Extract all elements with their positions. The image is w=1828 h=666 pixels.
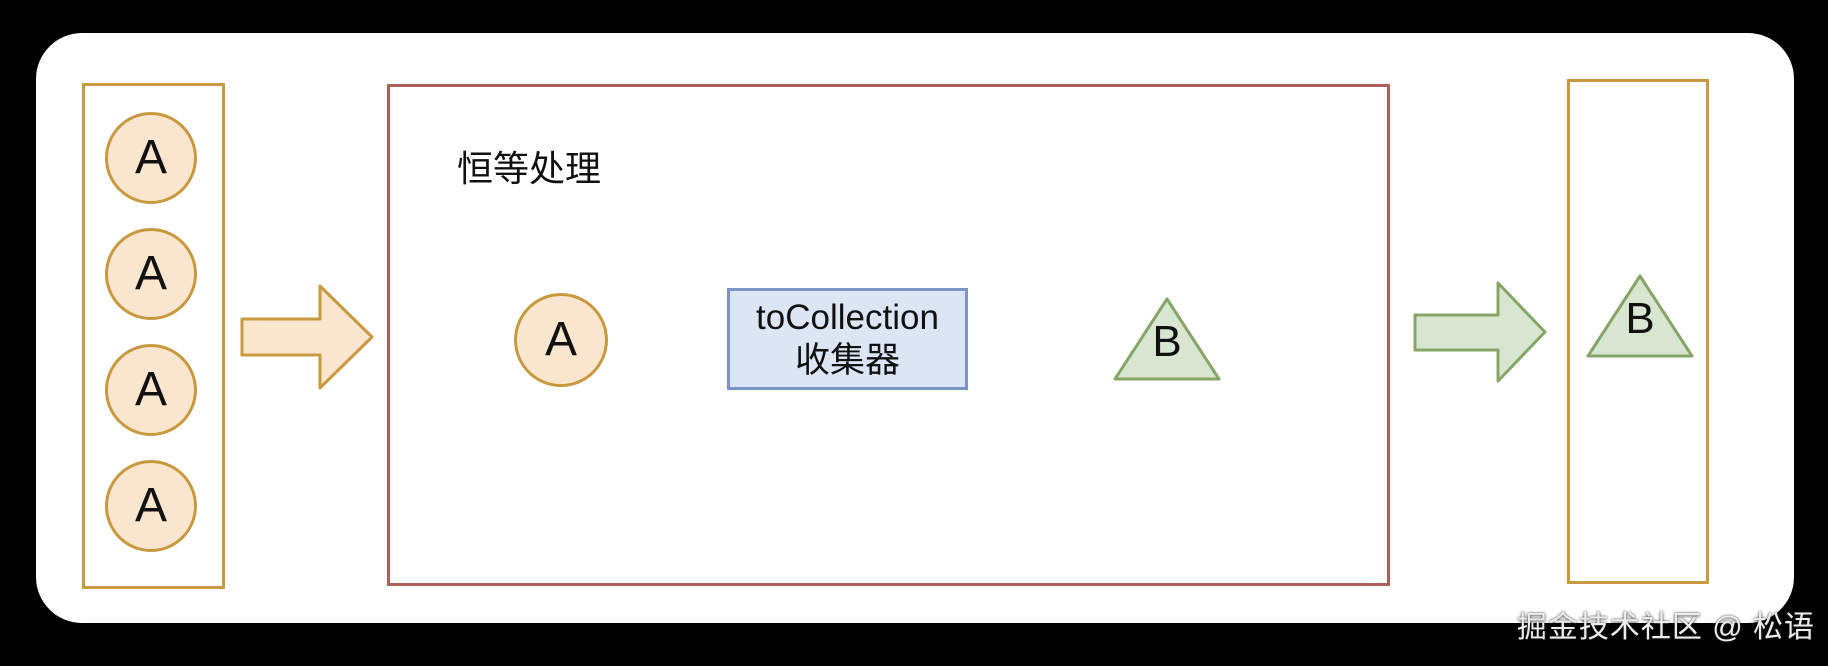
collector-box: toCollection 收集器 xyxy=(727,288,968,390)
output-collection-box: B xyxy=(1567,79,1709,584)
output-element-triangle: B xyxy=(1585,273,1695,359)
input-element-circle: A xyxy=(105,344,197,436)
triangle-shape-icon xyxy=(1113,297,1221,381)
process-input-circle: A xyxy=(514,293,608,387)
input-collection-box: A A A A xyxy=(82,83,225,589)
input-element-label: A xyxy=(134,479,167,532)
process-output-triangle: B xyxy=(1112,296,1222,382)
process-title: 恒等处理 xyxy=(457,148,602,189)
input-element-label: A xyxy=(134,247,167,300)
collector-subtitle: 收集器 xyxy=(794,341,900,380)
process-input-label: A xyxy=(544,313,577,366)
output-element-label: B xyxy=(1625,294,1655,343)
input-element-circle: A xyxy=(105,228,197,320)
input-element-circle: A xyxy=(105,112,197,204)
watermark: 掘金技术社区 @ 松语 xyxy=(1516,611,1815,644)
process-output-label: B xyxy=(1152,317,1182,366)
input-element-label: A xyxy=(134,131,167,184)
input-element-circle: A xyxy=(105,460,197,552)
input-element-label: A xyxy=(134,363,167,416)
triangle-shape-icon xyxy=(1586,274,1694,358)
collector-name: toCollection xyxy=(756,298,939,337)
